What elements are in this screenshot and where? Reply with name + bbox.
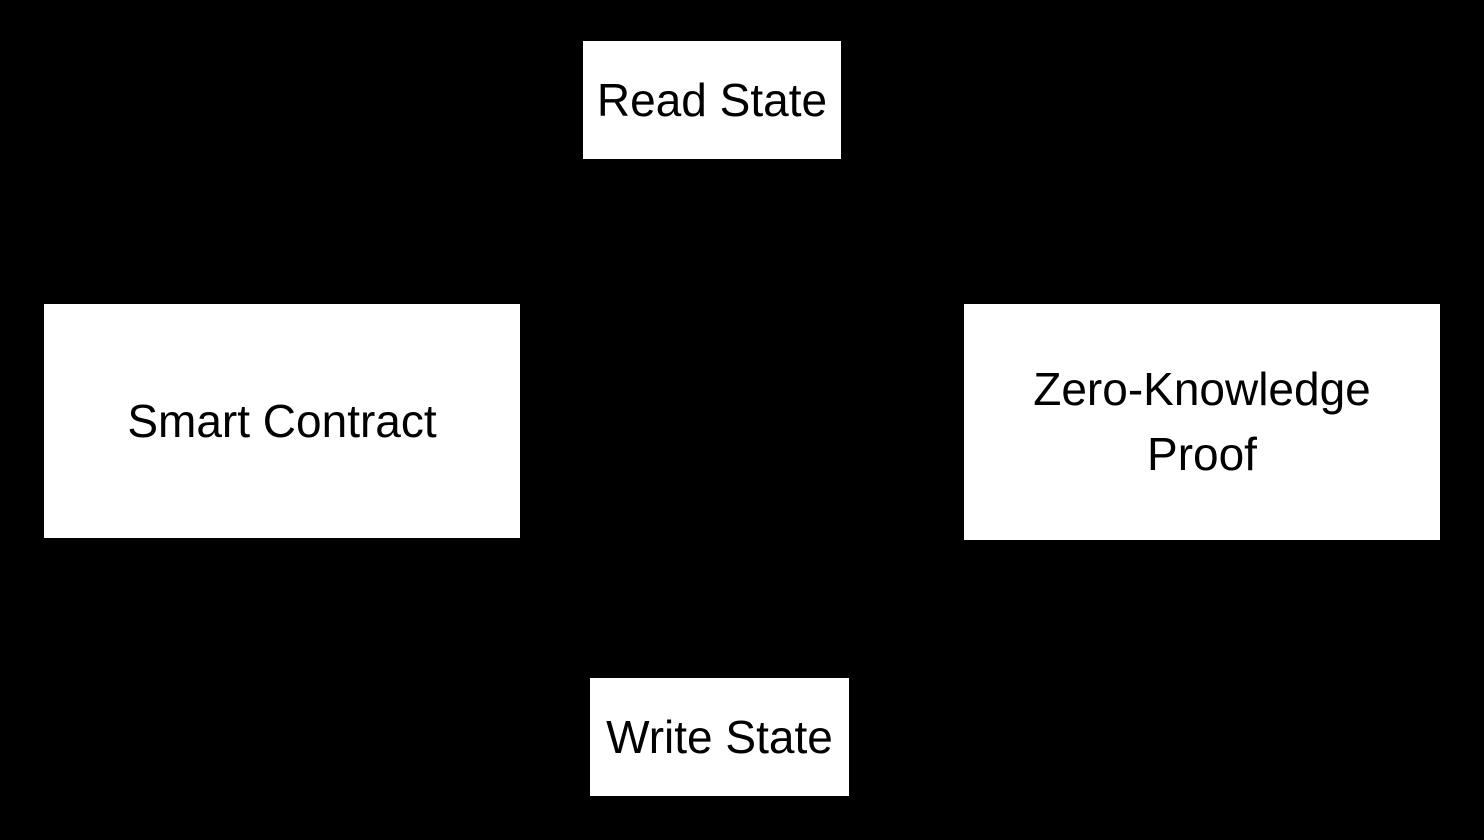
node-zero-knowledge-proof[interactable]: Zero-Knowledge Proof bbox=[964, 304, 1440, 540]
node-write-state[interactable]: Write State bbox=[590, 678, 849, 796]
node-read-state[interactable]: Read State bbox=[583, 41, 841, 159]
node-smart-contract[interactable]: Smart Contract bbox=[44, 304, 520, 538]
node-write-state-label: Write State bbox=[606, 710, 833, 763]
node-read-state-label: Read State bbox=[596, 73, 828, 126]
node-smart-contract-label: Smart Contract bbox=[127, 394, 437, 447]
node-zero-knowledge-proof-label: Zero-Knowledge Proof bbox=[1033, 363, 1371, 480]
